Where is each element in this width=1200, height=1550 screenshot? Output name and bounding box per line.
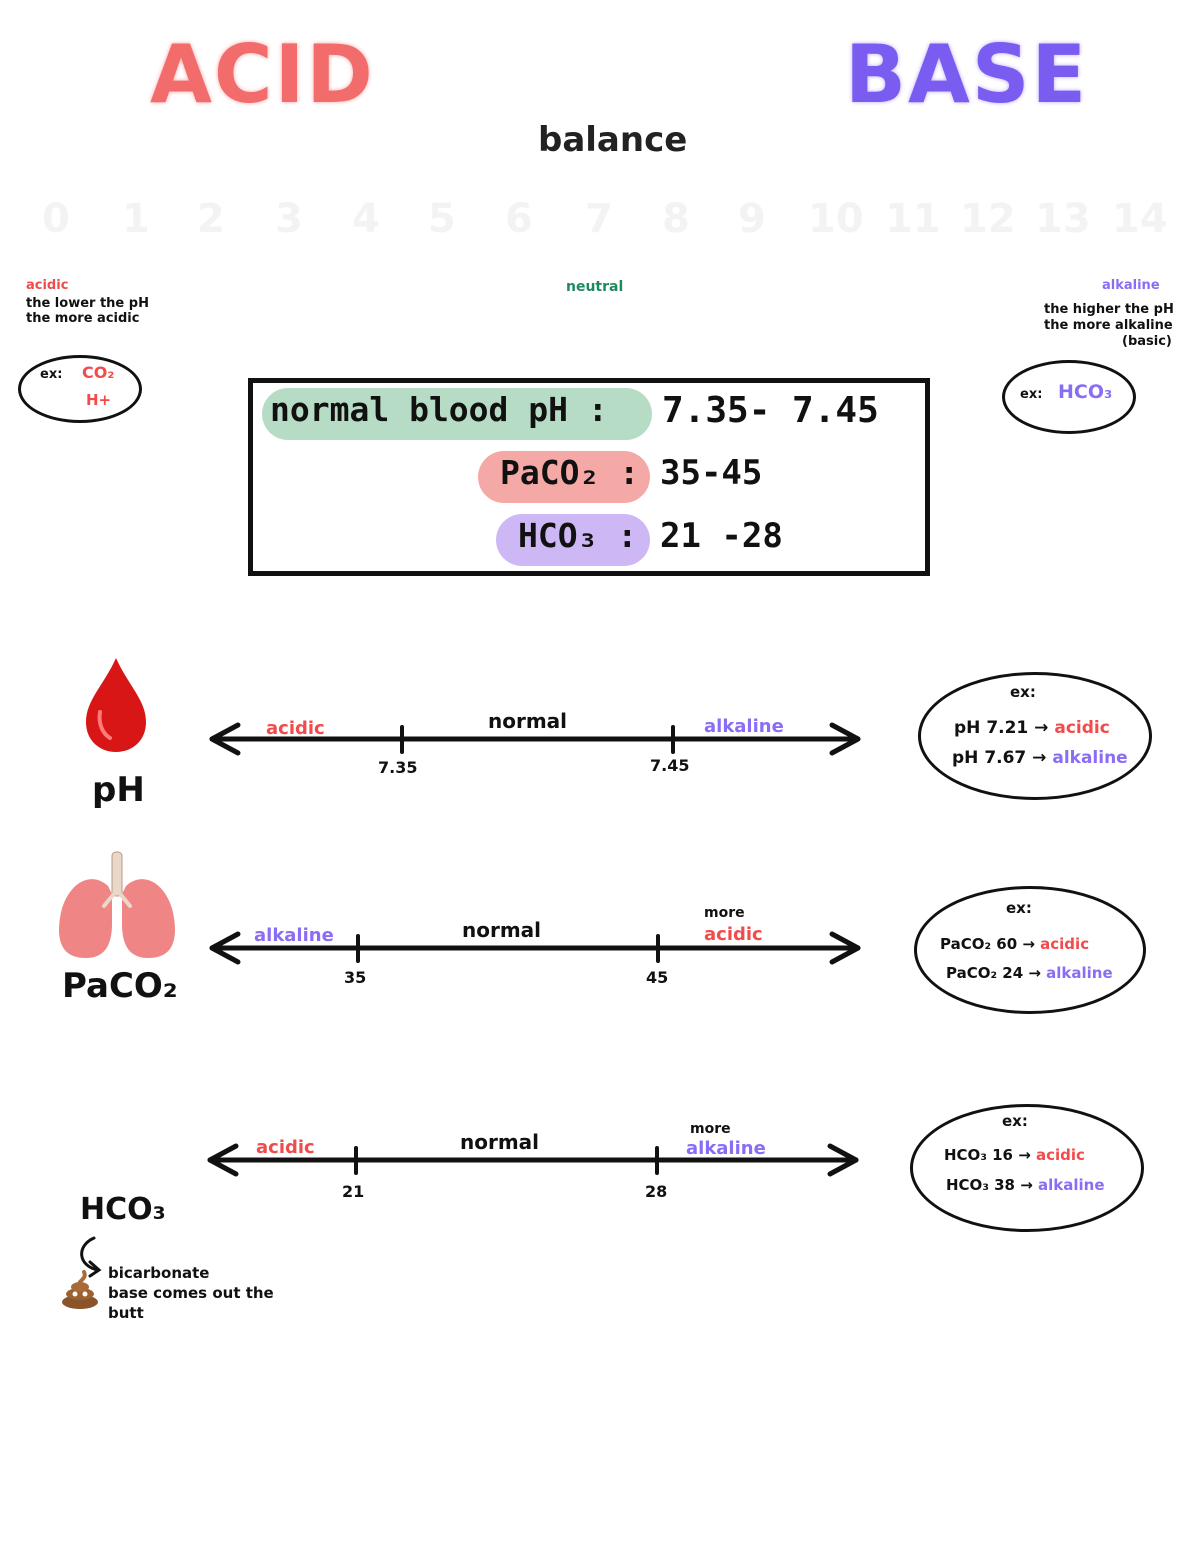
scale-number: 4 [352,196,380,242]
base-example-ellipse [1002,360,1136,434]
alkaline-note-line1: the higher the pH [1044,302,1174,317]
scale-number: 13 [1035,196,1091,242]
hco3-side-label: HCO₃ [80,1192,166,1227]
hco3-acidic-label: acidic [256,1137,315,1158]
alkaline-note-line3: (basic) [1122,334,1172,349]
poop-icon [62,1270,98,1309]
hco3-example-line1: HCO₃ 16 → acidic [944,1140,1085,1170]
ph-normal-label: normal [488,709,568,733]
normal-paco2-label: PaCO₂ : [500,453,640,492]
normal-ph-value: 7.35- 7.45 [662,390,879,431]
ph-example-label: ex: [1010,683,1036,701]
ph-tick-low: 7.35 [378,758,418,777]
normal-values-box [248,378,930,576]
scale-number: 14 [1112,196,1168,242]
hco3-alkaline-label: alkaline [686,1138,766,1159]
ph-acidic-label: acidic [266,718,325,739]
acidic-label: acidic [26,278,69,293]
paco2-example-1-result: acidic [1040,935,1090,953]
hco3-example-1-value: HCO₃ 16 → [944,1146,1036,1164]
paco2-example-2-result: alkaline [1046,964,1113,982]
scale-number: 12 [960,196,1016,242]
paco2-pill [478,451,650,503]
scale-number: 5 [428,196,456,242]
paco2-example-ellipse [914,886,1146,1014]
hco3-example-ellipse [910,1104,1144,1232]
scale-number: 7 [585,196,613,242]
paco2-side-label: PaCO₂ [62,966,178,1006]
balance-title: balance [538,120,688,160]
base-example-hco3: HCO₃ [1058,381,1113,403]
paco2-acidic-label: acidic [704,924,763,945]
acid-title: ACID [150,28,375,121]
ph-example-ellipse [918,672,1152,800]
scale-number: 0 [42,196,70,242]
acid-example-label: ex: [40,367,63,382]
hco3-example-label: ex: [1002,1112,1028,1130]
normal-paco2-value: 35-45 [660,453,763,493]
scale-number: 11 [885,196,941,242]
normal-hco3-value: 21 -28 [660,516,783,556]
paco2-example-line1: PaCO₂ 60 → acidic [940,929,1089,959]
ph-alkaline-label: alkaline [704,716,784,737]
paco2-example-line2: PaCO₂ 24 → alkaline [946,958,1113,988]
paco2-normal-label: normal [462,918,542,942]
paco2-more-label: more [704,905,745,921]
ph-example-2-result: alkaline [1052,748,1128,768]
hco3-tick-low: 21 [342,1182,365,1201]
ph-timeline-arrow [209,722,861,756]
ph-pill [262,388,652,440]
scale-number: 9 [738,196,766,242]
normal-ph-label: normal blood pH : [270,390,608,429]
bicarbonate-arrow [80,1236,100,1272]
ph-example-1-value: pH 7.21 → [954,718,1055,738]
base-example-label: ex: [1020,387,1043,402]
paco2-example-2-value: PaCO₂ 24 → [946,964,1047,982]
hco3-timeline-arrow [207,1143,859,1177]
ph-example-1-result: acidic [1054,718,1110,738]
hco3-pill [496,514,650,566]
hco3-normal-label: normal [460,1130,540,1154]
hco3-example-line2: HCO₃ 38 → alkaline [946,1170,1105,1200]
bicarbonate-note-line3: butt [108,1304,144,1322]
acidic-note-line2: the more acidic [26,311,140,326]
acidic-note-line1: the lower the pH [26,296,149,311]
scale-number: 10 [808,196,864,242]
ph-example-line1: pH 7.21 → acidic [954,713,1110,743]
hco3-more-label: more [690,1121,731,1137]
alkaline-label: alkaline [1102,278,1160,293]
hco3-tick-high: 28 [645,1182,668,1201]
scale-number: 6 [505,196,533,242]
bicarbonate-note-line2: base comes out the [108,1284,274,1302]
scale-number: 3 [275,196,303,242]
ph-side-label: pH [92,770,145,810]
paco2-tick-low: 35 [344,968,367,987]
acid-example-h: H+ [86,391,112,409]
acid-example-ellipse [18,355,142,423]
scale-number: 8 [662,196,690,242]
bicarbonate-note-line1: bicarbonate [108,1264,210,1282]
neutral-label: neutral [566,279,624,295]
ph-example-2-value: pH 7.67 → [952,748,1053,768]
paco2-timeline-arrow [209,931,861,965]
paco2-tick-high: 45 [646,968,669,987]
paco2-alkaline-label: alkaline [254,925,334,946]
hco3-example-2-value: HCO₃ 38 → [946,1176,1038,1194]
acid-example-co2: CO₂ [82,363,115,382]
paco2-example-label: ex: [1006,899,1032,917]
hco3-example-2-result: alkaline [1038,1176,1105,1194]
ph-example-line2: pH 7.67 → alkaline [952,743,1128,773]
ph-tick-high: 7.45 [650,756,690,775]
hco3-example-1-result: acidic [1036,1146,1085,1164]
base-title: BASE [845,28,1089,121]
blood-drop-icon [86,658,146,752]
bicarbonate-note: bicarbonate base comes out the butt [108,1263,274,1323]
scale-number: 1 [122,196,150,242]
alkaline-note-line2: the more alkaline [1044,318,1173,333]
scale-number: 2 [197,196,225,242]
lungs-icon [59,851,175,958]
paco2-example-1-value: PaCO₂ 60 → [940,935,1041,953]
normal-hco3-label: HCO₃ : [518,516,638,555]
